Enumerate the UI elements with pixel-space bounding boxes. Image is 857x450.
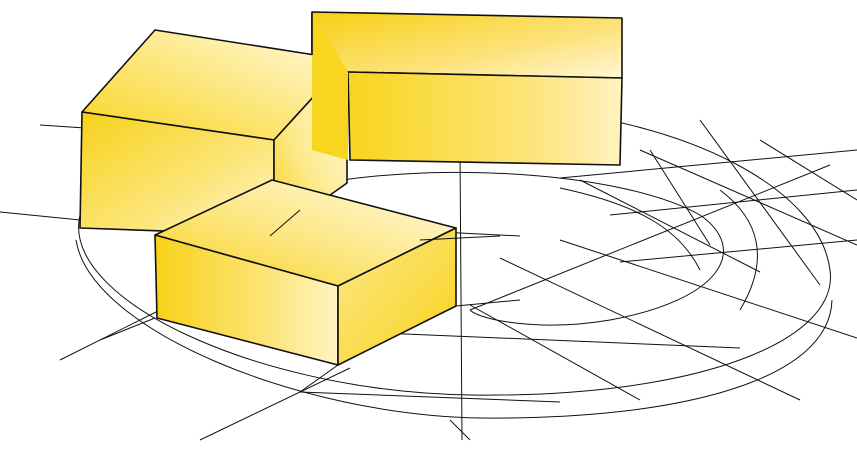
block-back-top	[312, 12, 622, 78]
vertical-axis	[460, 150, 462, 440]
block-back	[312, 12, 622, 165]
block-back-front	[348, 72, 622, 165]
